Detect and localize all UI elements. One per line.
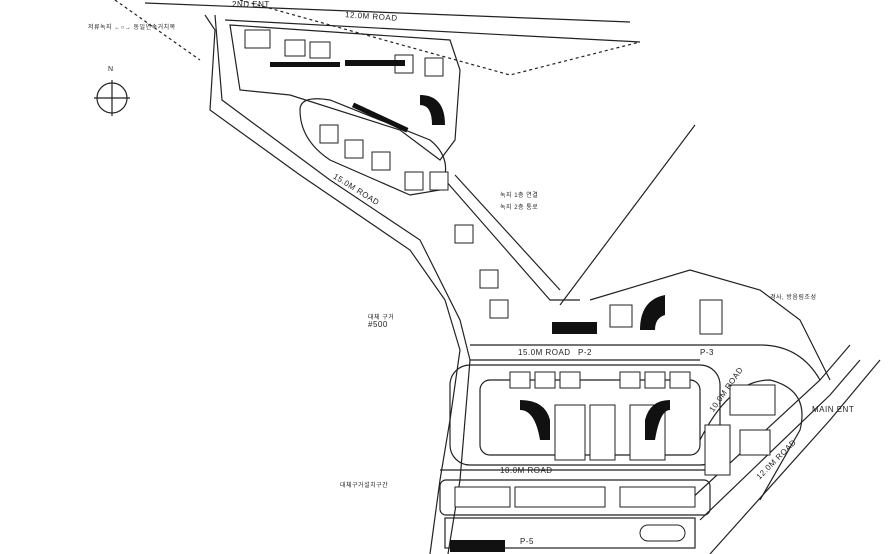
parking-p5-label: P-5	[520, 537, 534, 546]
mid-note-1: 녹지 1층 연결	[500, 193, 539, 199]
mid-road	[444, 179, 580, 301]
second-entrance-label: 2ND ENT	[232, 0, 270, 9]
compass-cross	[94, 80, 130, 116]
south-road-label: 10.0M ROAD	[500, 466, 553, 475]
top-road-line-2	[224, 19, 641, 43]
long-diagonal	[559, 124, 696, 306]
parking-p2-label: P-2	[578, 348, 592, 357]
middle-road-label: 15.0M ROAD	[518, 348, 571, 357]
east-road-2	[699, 359, 861, 521]
main-entrance-label: MAIN ENT	[812, 405, 855, 414]
central-block	[449, 364, 721, 466]
top-left-annotation: 저류녹지 ←○→ 동일연속거치목	[88, 25, 176, 31]
channel-section-label: 대체구거설치구간	[340, 483, 389, 489]
east-outer-road	[709, 359, 881, 554]
east-block	[589, 269, 831, 381]
north-block	[229, 24, 461, 161]
top-road-line	[144, 2, 631, 23]
east-note: 경사, 방음림조성	[770, 295, 817, 301]
east-loop	[699, 379, 803, 501]
south-lower	[444, 517, 696, 549]
mid-note-2: 녹지 2층 통로	[500, 205, 539, 211]
south-block	[439, 479, 711, 516]
dashed-line-nw	[114, 0, 201, 61]
north-label: N	[108, 66, 114, 73]
channel-size-label: #500	[368, 320, 388, 329]
mid-road-2	[454, 174, 561, 291]
channel-label: 대체 구거	[368, 315, 395, 321]
parking-p3-label: P-3	[700, 348, 714, 357]
road-15m	[470, 344, 821, 381]
site-boundary-inner	[214, 14, 471, 554]
east-road-1	[689, 344, 851, 501]
site-boundary	[204, 14, 461, 554]
inner-loop	[299, 98, 447, 196]
